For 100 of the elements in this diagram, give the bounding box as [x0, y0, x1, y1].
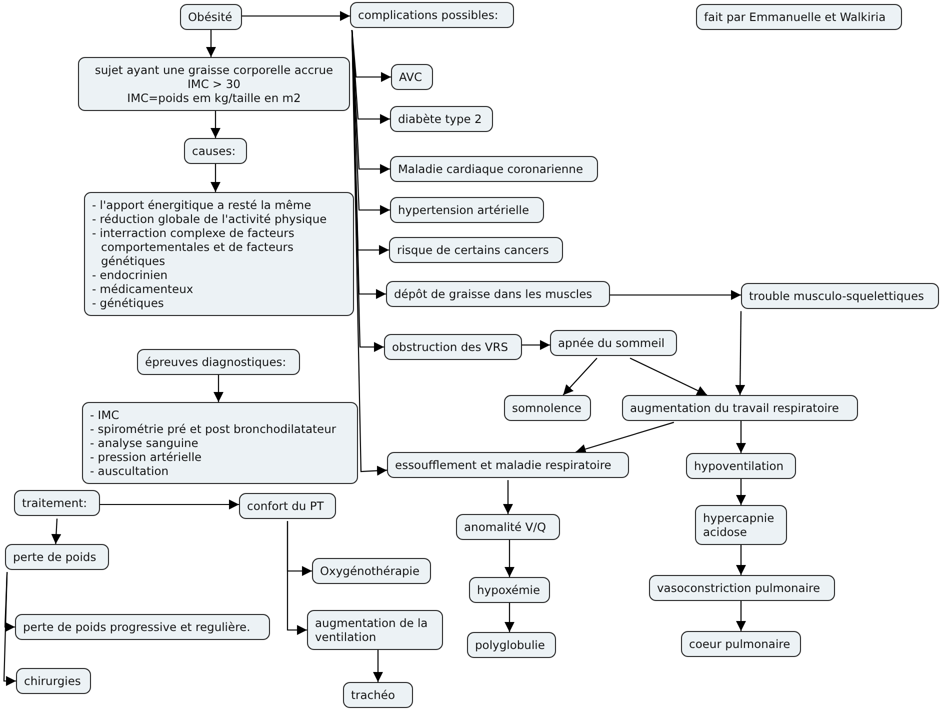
node-text: perte de poids [13, 550, 98, 564]
concept-box [469, 577, 550, 603]
concept-box [15, 614, 270, 640]
concept-box [384, 334, 522, 360]
node-text: essoufflement et maladie respiratoire [395, 458, 612, 472]
arrow [351, 30, 388, 476]
node-text: AVC [399, 70, 424, 84]
concept-box [180, 4, 242, 30]
node-text: trouble musculo-squelettiques [749, 289, 926, 303]
concept-box [389, 237, 563, 263]
list-item: - médicamenteux [92, 282, 194, 296]
arrow [504, 603, 514, 632]
concept-box [550, 330, 677, 356]
arrow [736, 545, 746, 575]
concept-box [78, 57, 350, 111]
node-text: fait par Emmanuelle et Walkiria [704, 10, 887, 24]
concept-box [391, 64, 433, 90]
arrow [610, 290, 741, 300]
node-text: apnée du sommeil [558, 336, 666, 350]
node-text: IMC > 30 [186, 77, 242, 91]
arrow [522, 340, 550, 350]
arrow [735, 311, 746, 395]
node-text: complications possibles: [358, 8, 500, 22]
concept-box [504, 395, 591, 421]
node-text: augmentation de la ventilation [315, 616, 429, 644]
concept-box [695, 505, 787, 545]
concept-box [622, 395, 858, 421]
node-text: chirurgies [24, 674, 82, 688]
node-text: somnolence [512, 401, 583, 415]
concept-box [239, 493, 336, 519]
node-text: anomalité V/Q [464, 520, 548, 534]
arrow [210, 164, 220, 192]
arrow [100, 500, 239, 510]
node-text: Maladie cardiaque coronarienne [398, 162, 584, 176]
node-text: sujet ayant une graisse corporelle accrue [94, 63, 334, 77]
concept-box [184, 138, 247, 164]
arrow [351, 30, 391, 82]
node-text: IMC=poids em kg/taille en m2 [126, 91, 302, 105]
list-item: - endocrinien [92, 268, 169, 282]
list-item: - analyse sanguine [90, 436, 200, 450]
arrow [51, 518, 62, 544]
arrow [630, 358, 708, 396]
concept-box [649, 575, 835, 601]
arrow [373, 650, 383, 682]
node-text: trachéo [351, 688, 396, 702]
list-item: - auscultation [90, 464, 170, 478]
arrow [576, 422, 674, 454]
node-text: traitement: [22, 496, 88, 510]
arrow [736, 479, 746, 505]
concept-box [5, 544, 109, 570]
node-text: hypoventilation [694, 459, 785, 473]
node-text: dépôt de graisse dans les muscles [394, 287, 594, 301]
concept-box [14, 490, 100, 516]
concept-box [343, 682, 413, 708]
list-item: - spirométrie pré et post bronchodilatateur [90, 422, 338, 436]
node-text: obstruction des VRS [392, 340, 510, 354]
concept-box [387, 452, 629, 478]
concept-box [312, 558, 431, 584]
concept-box [390, 156, 598, 182]
node-text: épreuves diagnostiques: [145, 355, 288, 369]
concept-box [686, 453, 796, 479]
concept-box [390, 106, 493, 132]
list-item: - interraction complexe de facteurs comportementales et de facteurs génétiques [92, 226, 296, 268]
concept-box [467, 632, 556, 658]
arrow [214, 375, 224, 402]
concept-box [350, 2, 514, 28]
concept-box [696, 4, 902, 30]
node-text: augmentation du travail respiratoire [630, 401, 840, 415]
list-item: - l'apport énergitique a resté la même [92, 198, 312, 212]
list-box [84, 192, 354, 316]
arrow [736, 421, 746, 453]
node-text: causes: [192, 144, 237, 158]
node-text: perte de poids progressive et regulière. [23, 620, 252, 634]
arrow [562, 358, 598, 396]
arrow [3, 572, 16, 686]
arrow [242, 11, 350, 21]
arrow [736, 601, 746, 631]
list-item: - réduction globale de l'activité physique [92, 212, 328, 226]
node-text: coeur pulmonaire [689, 637, 792, 651]
concept-box [137, 349, 300, 375]
node-text: hypercapnie acidose [703, 511, 776, 539]
arrow [206, 30, 216, 57]
concept-box [456, 514, 560, 540]
concept-box [681, 631, 801, 657]
node-text: confort du PT [247, 499, 325, 513]
concept-box [741, 283, 939, 309]
arrow [210, 111, 220, 138]
node-text: Obésité [188, 10, 234, 24]
arrow [504, 540, 514, 577]
node-text: diabète type 2 [398, 112, 483, 126]
node-text: risque de certains cancers [397, 243, 550, 257]
list-item: - IMC [90, 408, 120, 422]
list-item: - génétiques [92, 296, 165, 310]
node-text: Oxygénothérapie [320, 564, 421, 578]
node-text: vasoconstriction pulmonaire [657, 581, 822, 595]
list-box [82, 402, 358, 484]
node-text: hypertension artérielle [398, 203, 530, 217]
arrow [286, 521, 307, 635]
node-text: polyglobulie [475, 638, 546, 652]
list-item: - pression artérielle [90, 450, 203, 464]
